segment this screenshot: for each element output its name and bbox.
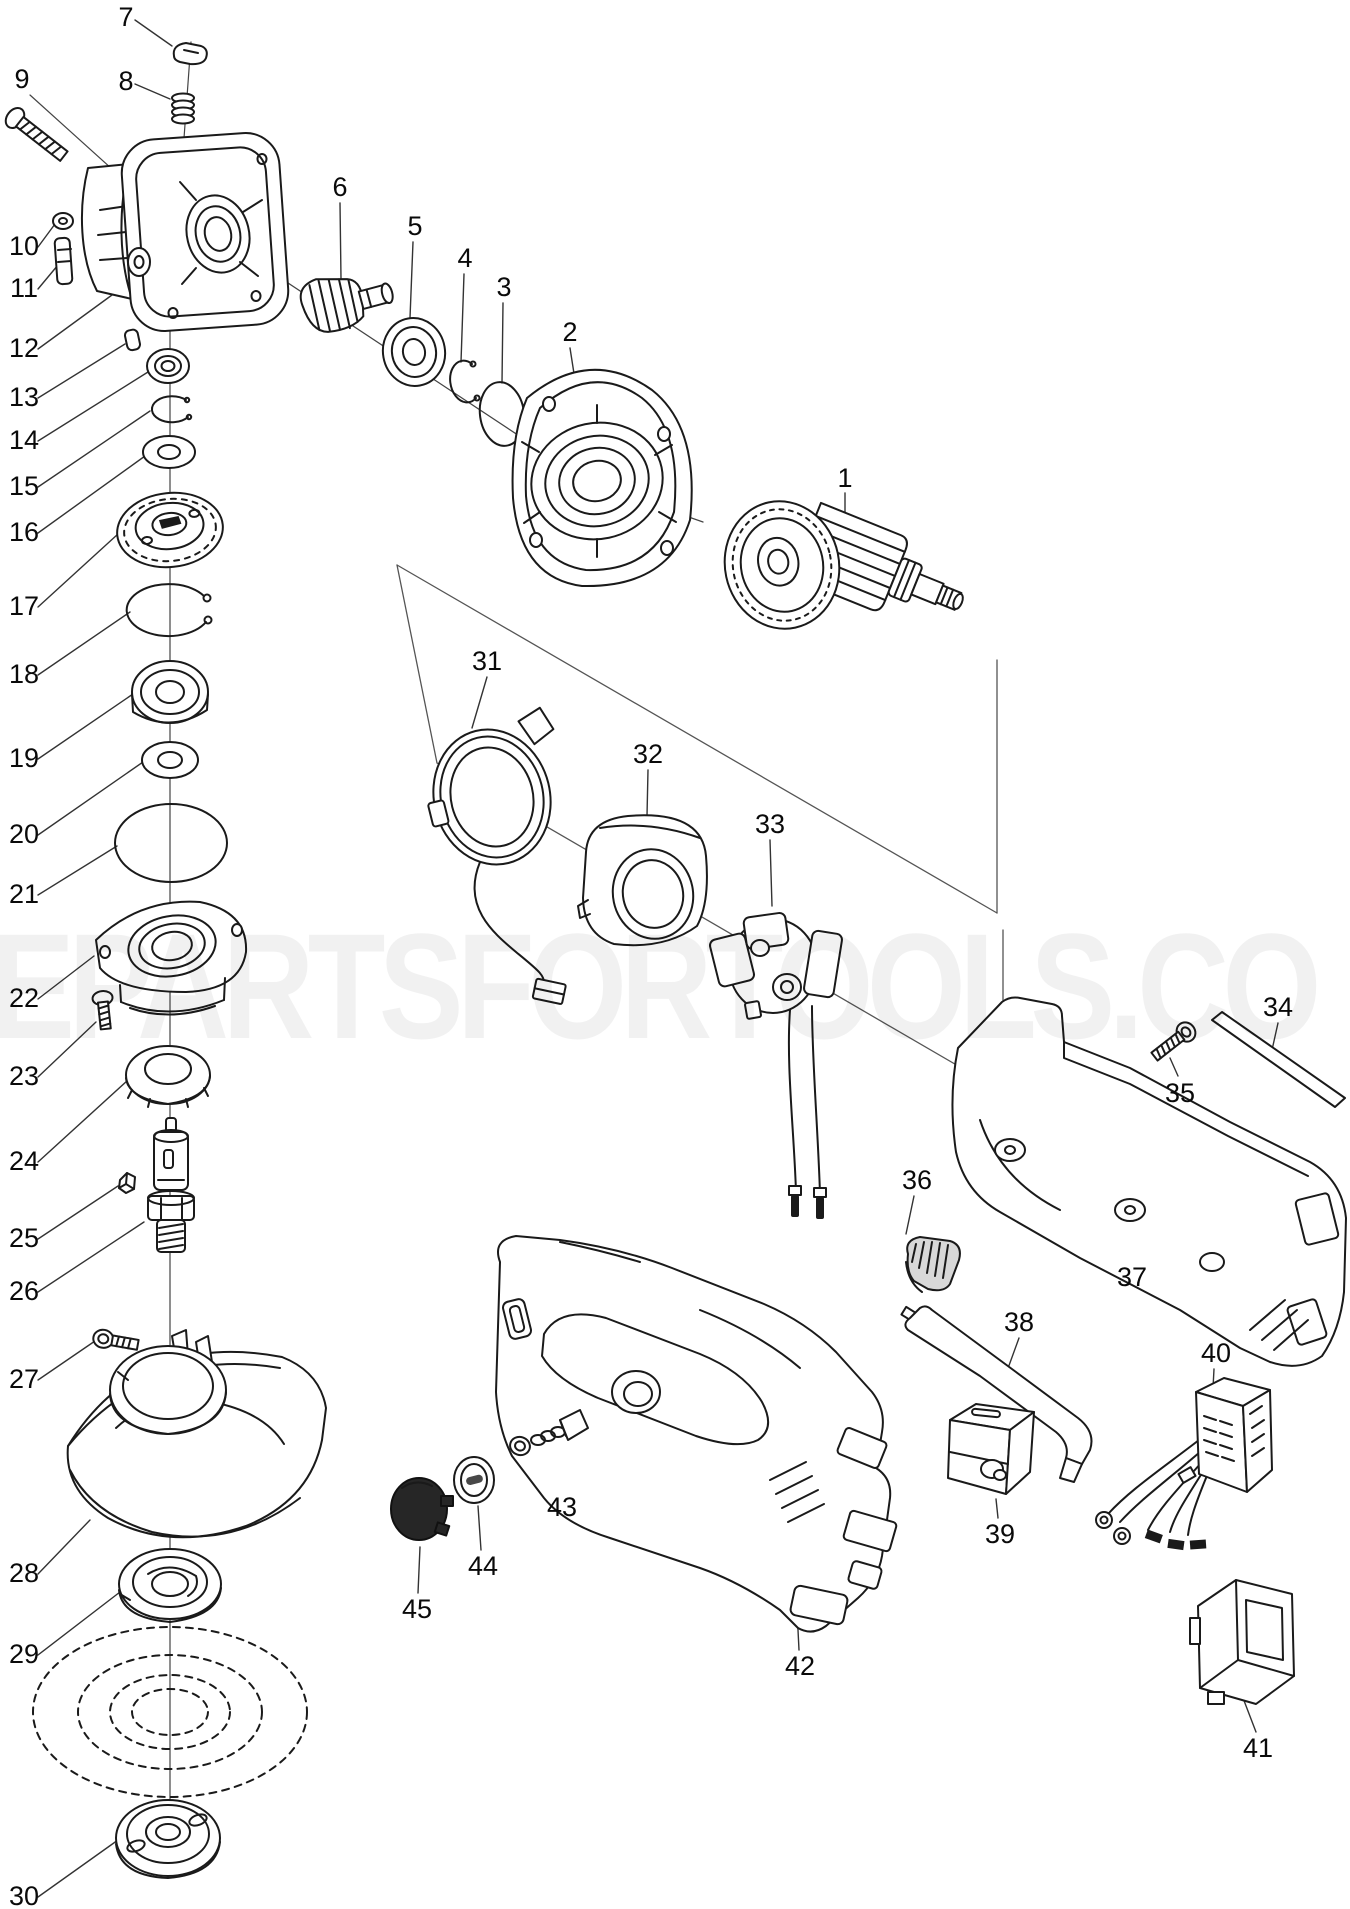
part-label-18: 18 [9,659,39,689]
part-lock-bar-38 [900,1305,1093,1483]
part-key-25 [118,1172,136,1194]
part-washer-16 [142,435,196,469]
part-bearing-14 [146,348,190,384]
part-label-37: 37 [1117,1262,1147,1292]
part-label-27: 27 [9,1364,39,1394]
part-washer-20 [141,741,199,779]
part-label-45: 45 [402,1594,432,1624]
part-gear-housing-12 [80,132,290,332]
part-label-4: 4 [457,243,472,273]
part-label-19: 19 [9,743,39,773]
part-label-33: 33 [755,809,785,839]
part-spring-8 [171,92,195,125]
part-label-7: 7 [118,2,133,32]
part-o-ring-21 [114,803,228,883]
part-label-3: 3 [496,272,511,302]
part-wheel-guard-28 [66,1329,327,1539]
part-pin-13 [123,328,141,352]
part-controller-40 [1095,1377,1273,1551]
part-label-41: 41 [1243,1733,1273,1763]
part-label-9: 9 [14,64,29,94]
part-label-35: 35 [1165,1078,1195,1108]
part-label-15: 15 [9,471,39,501]
part-clamp-nut-29 [118,1548,222,1623]
part-pin-11 [53,236,74,286]
part-label-13: 13 [9,382,39,412]
part-label-38: 38 [1004,1307,1034,1337]
part-label-31: 31 [472,646,502,676]
part-label-21: 21 [9,879,39,909]
part-retaining-ring-18 [125,583,213,638]
part-label-34: 34 [1263,992,1293,1022]
part-label-8: 8 [118,66,133,96]
part-spindle-26 [147,1117,195,1253]
part-armature-1 [723,500,964,630]
part-label-29: 29 [9,1639,39,1669]
part-pad-7 [172,42,208,66]
part-bolt-9 [4,107,69,162]
part-label-42: 42 [785,1651,815,1681]
part-label-16: 16 [9,517,39,547]
part-label-25: 25 [9,1223,39,1253]
part-switch-assembly-33 [709,912,843,1219]
part-label-39: 39 [985,1519,1015,1549]
part-housing-half-37 [951,996,1347,1367]
part-label-17: 17 [9,591,39,621]
part-motor-housing-42 [495,1235,898,1633]
part-ball-bearing-19 [131,660,209,724]
part-label-44: 44 [468,1551,498,1581]
part-label-22: 22 [9,983,39,1013]
part-label-23: 23 [9,1061,39,1091]
part-switch-39 [947,1403,1035,1495]
part-label-6: 6 [332,172,347,202]
part-label-26: 26 [9,1276,39,1306]
part-screw-27 [92,1328,140,1351]
part-circlip-4 [449,359,481,404]
grinding-wheel-dashed [32,1626,308,1798]
part-label-32: 32 [633,739,663,769]
part-label-11: 11 [10,273,38,303]
part-nut-10 [52,212,74,230]
part-bearing-box-22 [95,900,248,1016]
part-circlip-15 [150,395,193,424]
part-label-36: 36 [902,1165,932,1195]
part-label-20: 20 [9,819,39,849]
part-label-40: 40 [1201,1338,1231,1368]
part-battery-terminal-41 [1189,1579,1295,1705]
part-carbon-brush-43 [509,1409,589,1457]
part-label-24: 24 [9,1146,39,1176]
part-label-12: 12 [9,333,39,363]
part-bevel-gear-17 [116,491,224,569]
part-holder-cap-44 [453,1456,495,1504]
part-felt-ring-24 [125,1045,211,1108]
part-label-2: 2 [562,317,577,347]
part-speed-ring-31 [427,706,567,1005]
part-label-5: 5 [407,211,422,241]
part-stator-32 [577,814,708,947]
part-pinion-gear-6 [299,278,394,333]
part-label-43: 43 [547,1492,577,1522]
part-label-10: 10 [9,231,39,261]
part-label-1: 1 [837,463,852,493]
part-number-labels: 1 2 3 4 5 6 7 8 9 10 11 12 13 14 15 16 1… [9,2,1293,1909]
part-label-28: 28 [9,1558,39,1588]
part-inner-flange-30 [115,1799,221,1879]
part-bearing-retainer-2 [511,368,693,588]
part-label-14: 14 [9,425,39,455]
leader-lines [37,19,1279,1898]
part-screw-23 [91,990,114,1031]
part-ball-bearing-5 [381,317,447,387]
part-brush-cap-45 [390,1477,454,1541]
part-label-strip-34 [1211,1011,1346,1108]
part-screw-35 [1150,1021,1197,1062]
part-label-30: 30 [9,1881,39,1909]
part-slide-button-36 [905,1236,961,1293]
